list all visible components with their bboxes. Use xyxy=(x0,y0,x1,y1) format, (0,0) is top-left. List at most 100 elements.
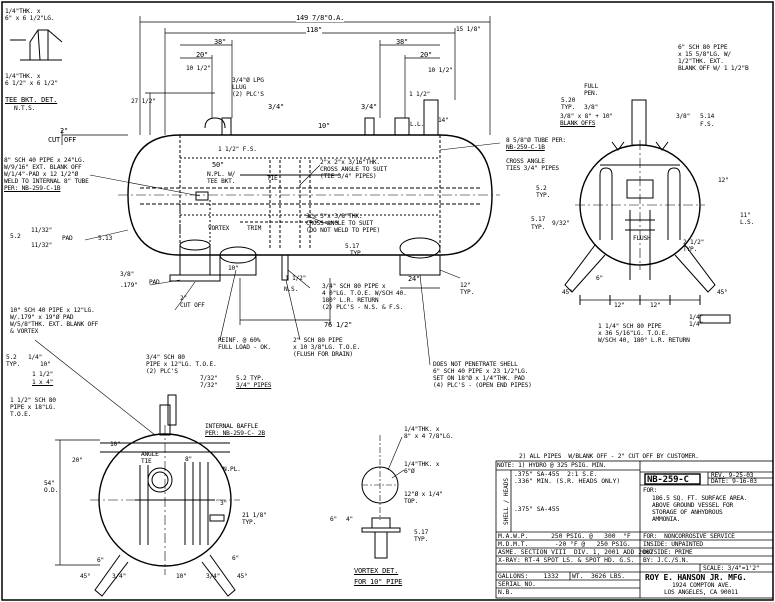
tee-bkt-title: TEE BKT. DET. xyxy=(5,96,58,104)
angle-label-2: CROSS ANGLE TO SUIT xyxy=(320,166,387,173)
tee-bkt-label-2: 6" x 6 1/2"LG. xyxy=(5,15,55,22)
l-54: 54" xyxy=(44,480,55,487)
v-5-17: 5.17 xyxy=(414,529,429,536)
cross-label-1: CROSS ANGLE xyxy=(506,158,545,165)
r-sch80-label-2: x 15 5/8"LG. W/ xyxy=(678,51,731,58)
r-sch80-label-3: 1/2"THK. EXT. xyxy=(678,58,724,65)
r-typ-3: TYP. xyxy=(531,224,546,231)
dim-3-4-a: 3/4" xyxy=(268,103,285,111)
dim-3-4-b: 3/4" xyxy=(361,103,378,111)
v-6: 6" xyxy=(330,516,338,523)
l-6-b: 6" xyxy=(232,555,240,562)
angle-label-6: (DO NOT WELD TO PIPE) xyxy=(306,227,381,234)
r-1-4-b: 1/4" xyxy=(689,321,704,328)
penetrate-label-1: DOES NOT PENETRATE SHELL xyxy=(433,361,518,368)
l-3: 3" xyxy=(220,500,228,507)
cutoff-dim: 2" xyxy=(60,127,69,135)
revision: REV. 9-25-03 xyxy=(711,472,754,479)
dim-overall: 149 7/8"O.A. xyxy=(296,14,345,22)
l-34-sch: 3/4" SCH 80 xyxy=(146,354,185,361)
dim-15: 15 1/8" xyxy=(456,26,481,33)
l-20: 20" xyxy=(72,457,83,464)
pad-label-2: PAD xyxy=(149,279,160,286)
nb-row: N.B. xyxy=(498,589,514,596)
by: BY: J.C./S.N. xyxy=(643,557,689,564)
r-3-8: 3/8" xyxy=(584,104,599,111)
nozzle-8-label-3: W/1/4"-PAD x 12 1/2"Ø xyxy=(4,171,79,178)
ll-label: L.L. xyxy=(410,121,425,128)
l-tie: TIE xyxy=(141,458,152,465)
r-45-a: 45° xyxy=(562,289,573,296)
l-5-2-typ: 5.2 TYP. xyxy=(236,375,265,382)
baffle-label-1: INTERNAL BAFFLE xyxy=(205,423,258,430)
vortex-detail xyxy=(361,435,405,559)
reinf-label-1: REINF. @ 60% xyxy=(218,337,261,344)
cutoff-dim-2: 2" xyxy=(180,295,188,302)
tee-bkt-label-4: 6 1/2" x 6 1/2" xyxy=(5,80,58,87)
tee-bkt-nts: N.T.S. xyxy=(14,105,36,112)
lpg-label-1: 3/4"Ø LPG xyxy=(232,77,264,84)
nozzle-8-label-1: 8" SCH 40 PIPE x 24"LG. xyxy=(4,157,86,164)
r-5-14: 5.14 xyxy=(700,113,715,120)
drain-label-2: x 10 3/8"LG. T.O.E. xyxy=(293,344,360,351)
title-block-specs: .375" SA-455 2:1 S.E. .336" MIN. (S.R. H… xyxy=(496,461,653,597)
weld-5-2: 5.2 xyxy=(10,233,21,240)
penetrate-label-4: (4) PLC'S - (OPEN END PIPES) xyxy=(433,382,532,389)
penetrate-label-3: SET ON 18"Ø x 1/4"THK. PAD xyxy=(433,375,525,382)
shell-row-1: .375" SA-455 2:1 S.E. xyxy=(514,471,598,478)
dim-10-c: 10" xyxy=(228,265,239,272)
v-label-4: 6"Ø xyxy=(404,468,415,475)
l-1x4: 1 x 4" xyxy=(32,379,54,386)
xray-row: X-RAY: RT-4 SPOT LS. & SPOT HD. G.S. xyxy=(498,557,635,564)
dim-12-typ: TYP. xyxy=(460,289,475,296)
vortex-pipe-label-4: & VORTEX xyxy=(10,328,39,335)
dim-14: 14" xyxy=(438,117,449,124)
cutoff-label-2: CUT OFF xyxy=(180,302,205,309)
shell-row-4: .375" SA-455 xyxy=(514,506,560,513)
r-12-b: 12" xyxy=(614,302,625,309)
desc-service: FOR: NONCORROSIVE SERVICE xyxy=(643,533,735,540)
v-4: 4" xyxy=(346,516,354,523)
sch80-label-3: 180° L.R. RETURN xyxy=(322,297,379,304)
l-1-1-2: 1 1/2" xyxy=(32,371,54,378)
l-npl: N.PL. xyxy=(223,466,241,473)
pad-dim-1: 11/32" xyxy=(31,227,53,234)
note-1: NOTE: 1) HYDRO @ 325 PSIG. MIN. xyxy=(497,462,607,469)
fs-label-2: F.S. xyxy=(700,121,715,128)
shell-row-2: .336" MIN. (S.R. HEADS ONLY) xyxy=(514,478,621,485)
l-112-b: PIPE x 18"LG. xyxy=(10,404,56,411)
dim-38-left: 38" xyxy=(214,38,227,46)
l-3-4-a: 3/4" xyxy=(112,573,127,580)
dim-10: 10" xyxy=(318,122,331,130)
main-vessel-elevation xyxy=(118,99,500,282)
tee-bracket-detail xyxy=(10,29,63,61)
desc-line-4: AMMONIA. xyxy=(652,516,681,523)
l-10: 10" xyxy=(40,361,51,368)
serial-row: SERIAL NO. xyxy=(498,581,536,588)
l-1-4: 1/4" xyxy=(28,354,43,361)
r-114-label-1: 1 1/4" SCH 80 PIPE xyxy=(598,323,662,330)
l-typ: TYP. xyxy=(6,361,21,368)
l-34-b: PIPE x 12"LG. T.O.E. xyxy=(146,361,217,368)
desc-outside: OUTSIDE: PRIME xyxy=(643,549,693,556)
pad-dim-2: 11/32" xyxy=(31,242,53,249)
angle-label-3: (TIE 3/4" PIPES) xyxy=(320,173,377,180)
cutoff-label: CUT OFF xyxy=(48,136,77,144)
l-112-c: T.O.E. xyxy=(10,411,32,418)
company-address-1: 1924 COMPTON AVE. xyxy=(672,582,732,589)
lpg-label-3: (2) PLC'S xyxy=(232,91,264,98)
drawing-number: NB-259-C xyxy=(647,475,689,485)
dim-3-8: 3/8" xyxy=(120,271,135,278)
lpg-label-2: LLUG xyxy=(232,84,247,91)
v-top: TOP. xyxy=(404,498,419,505)
npl-label: N.PL. W/ xyxy=(207,171,236,178)
dim-38-right: 38" xyxy=(396,38,409,46)
r-11: 11" xyxy=(740,212,751,219)
sch80-label-2: 4 0"LG. T.O.E. W/SCH 40. xyxy=(322,290,407,297)
l-od: O.D. xyxy=(44,487,59,494)
vortex-label: VORTEX xyxy=(208,225,230,232)
r-sch80-label-4: BLANK OFF W/ 1 1/2"B xyxy=(678,65,749,72)
l-45-b: 45° xyxy=(237,573,248,580)
r-9-32: 9/32" xyxy=(552,220,570,227)
